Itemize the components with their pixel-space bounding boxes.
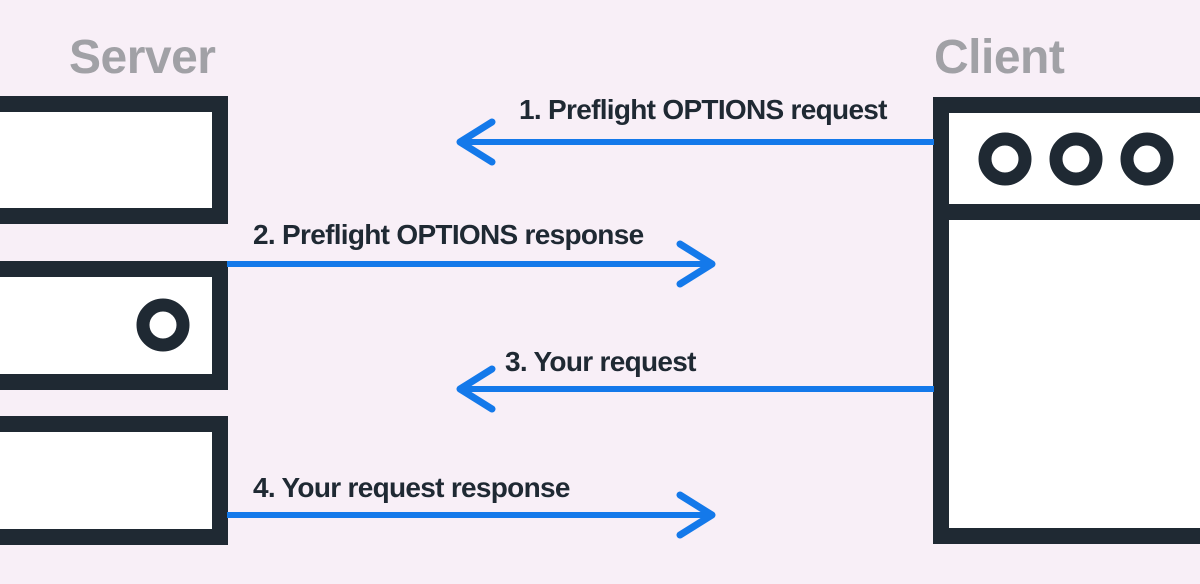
- server-block-3: [0, 416, 228, 545]
- client-window: [933, 97, 1200, 544]
- arrow-3-your-request: [456, 365, 934, 413]
- message-label-your-request: 3. Your request: [505, 346, 696, 377]
- window-dot-icon-2: [1049, 132, 1103, 186]
- arrow-right-icon: [676, 240, 716, 288]
- arrow-left-icon: [456, 118, 496, 166]
- server-block-1: [0, 96, 228, 224]
- window-dot-icon-3: [1120, 132, 1174, 186]
- arrow-4-your-request-response: [227, 491, 716, 539]
- server-title: Server: [69, 31, 216, 84]
- server-stack: [0, 96, 228, 545]
- message-label-your-request-response: 4. Your request response: [253, 472, 570, 503]
- message-label-preflight-response: 2. Preflight OPTIONS response: [253, 219, 644, 250]
- arrow-right-icon: [676, 491, 716, 539]
- message-label-preflight-request: 1. Preflight OPTIONS request: [519, 94, 888, 125]
- server-status-indicator-icon: [136, 298, 190, 352]
- arrow-1-preflight-request: [456, 118, 934, 166]
- arrow-2-preflight-response: [227, 240, 716, 288]
- client-title: Client: [934, 31, 1065, 84]
- window-dot-icon-1: [978, 132, 1032, 186]
- arrow-left-icon: [456, 365, 496, 413]
